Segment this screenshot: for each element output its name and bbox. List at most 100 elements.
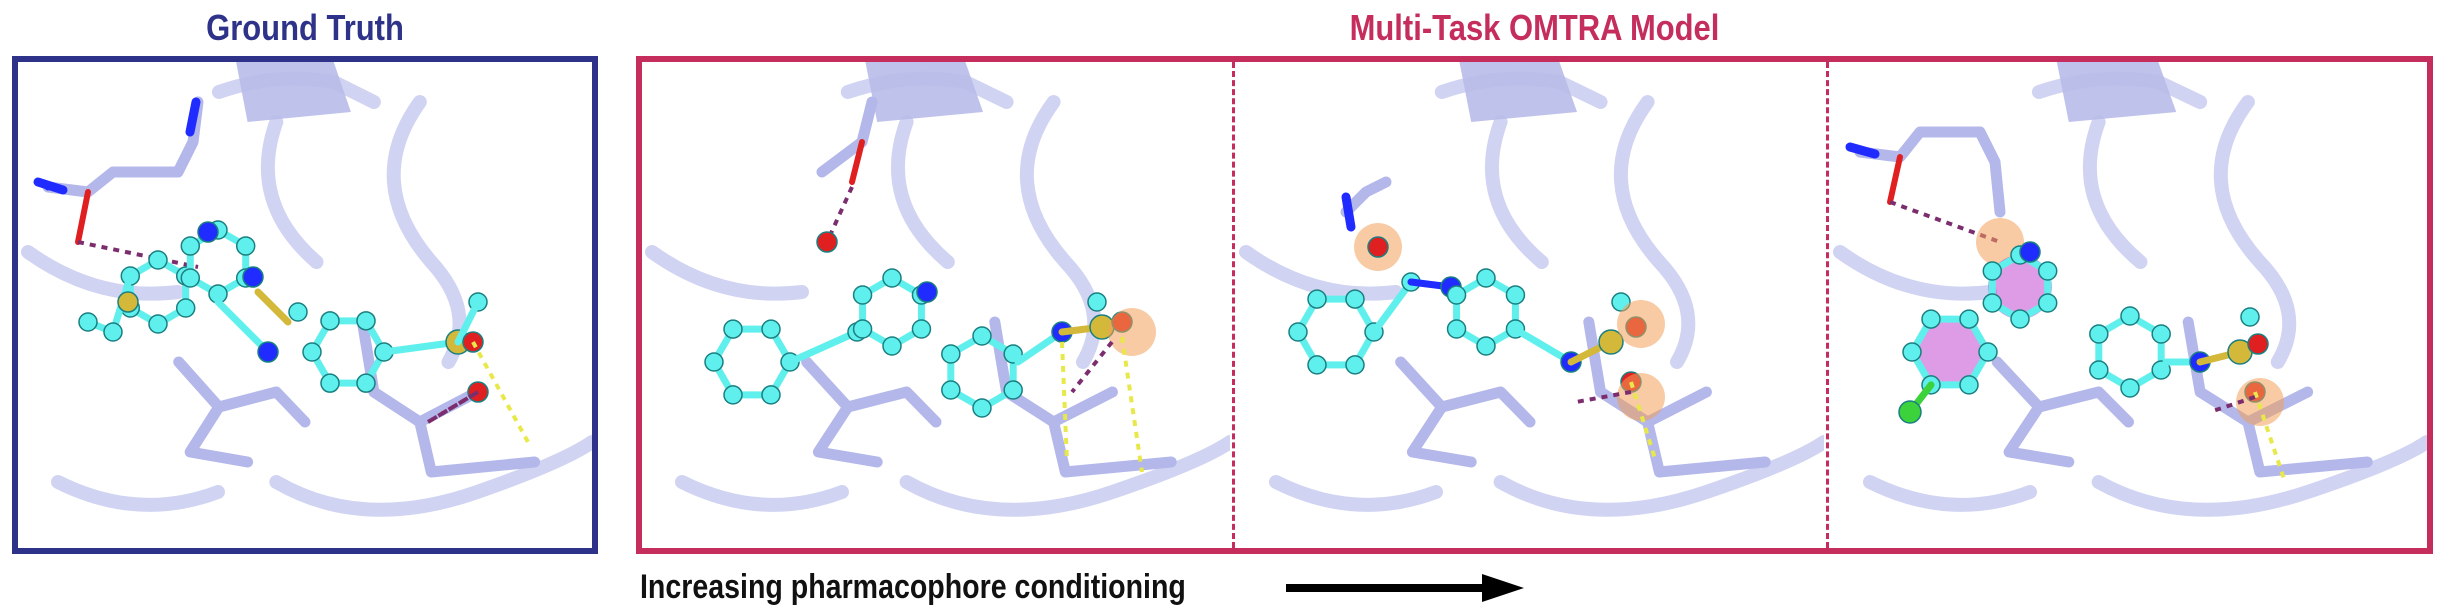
ligand-atom <box>2247 333 2269 355</box>
ligand-atom <box>180 236 201 256</box>
ligand-atom <box>1367 236 1389 258</box>
pharmacophore-sphere <box>1617 373 1665 421</box>
ligand-atom <box>1598 329 1624 355</box>
protein-sidechain <box>356 316 483 428</box>
nitrogen-stick <box>33 177 68 195</box>
ligand-atom <box>1921 309 1941 329</box>
ligand-atom <box>235 236 256 256</box>
ligand-atom <box>2151 360 2171 380</box>
ligand-atom <box>816 231 838 253</box>
ligand-atom <box>2089 360 2109 380</box>
protein-sidechain <box>1048 416 1177 478</box>
ligand-bond <box>454 298 482 346</box>
right-arrow-icon <box>1286 574 1524 602</box>
nitrogen-stick <box>185 97 201 137</box>
ligand-atom <box>1959 309 1979 329</box>
ligand-atom <box>1982 293 2003 313</box>
ligand-atom <box>1446 285 1467 305</box>
ligand-atom <box>2019 241 2041 263</box>
protein-backbone <box>1239 245 1403 301</box>
ligand-atom <box>941 344 961 364</box>
protein-sidechain <box>1395 356 1477 468</box>
protein-sidechain <box>1340 176 1392 218</box>
hydrogen-bond <box>1120 336 1144 473</box>
ligand-atom <box>911 319 932 339</box>
ligand-atom <box>761 319 781 339</box>
ligand-atom <box>1959 375 1979 395</box>
ligand-atom <box>2120 378 2140 398</box>
protein-backbone <box>1613 95 1696 369</box>
ligand-atom <box>2151 324 2171 344</box>
protein-sheet <box>236 62 351 122</box>
ligand-atom <box>1505 285 1526 305</box>
ligand-atom <box>916 281 938 303</box>
ligand-atom <box>175 298 196 318</box>
protein-sheet <box>1459 62 1578 122</box>
ligand-atom <box>1902 342 1922 362</box>
ligand-atom <box>356 373 376 393</box>
ligand-atom <box>302 342 322 362</box>
ligand-atom <box>320 311 340 331</box>
protein-sidechain <box>801 356 883 468</box>
ligand-atom <box>852 285 873 305</box>
hydrogen-bond <box>1070 340 1114 394</box>
ligand-atom <box>148 250 168 270</box>
hydrogen-bond <box>1575 390 1632 404</box>
protein-sidechain <box>1991 356 2075 468</box>
pharmacophore-sphere <box>1617 300 1665 348</box>
ligand-atom <box>1003 380 1023 400</box>
ligand-atom <box>723 385 743 405</box>
protein-backbone <box>269 435 592 517</box>
protein-sidechain <box>2242 416 2373 478</box>
protein-sheet <box>865 62 984 122</box>
ligand-atom <box>1288 322 1308 342</box>
ligand-atom <box>1446 319 1467 339</box>
hydrogen-bond <box>1629 381 1658 463</box>
ligand-atom <box>2120 306 2140 326</box>
ligand-atom <box>1345 289 1365 309</box>
protein-sidechain <box>414 416 541 478</box>
ligand-atom <box>197 221 219 243</box>
panel-divider-2 <box>1826 62 1829 548</box>
hydrogen-bond <box>2209 395 2256 414</box>
ligand-atom <box>148 314 168 334</box>
ligand-bond <box>254 288 292 326</box>
ligand-atom <box>941 380 961 400</box>
ground-truth-structure-panel <box>21 62 592 517</box>
protein-sidechain <box>1436 386 1536 428</box>
ligand-atom <box>972 326 992 346</box>
ligand-bond <box>75 189 91 245</box>
ground-truth-frame <box>12 56 598 554</box>
protein-backbone <box>386 95 467 369</box>
protein-backbone <box>899 435 1230 517</box>
ligand-atom <box>1476 336 1496 356</box>
ground-truth-title: Ground Truth <box>206 7 404 48</box>
protein-backbone <box>1833 245 1997 301</box>
ligand-atom <box>2037 293 2058 313</box>
ligand-bond <box>1370 278 1415 336</box>
model-title: Multi-Task OMTRA Model <box>1349 7 1720 48</box>
ligand-atom <box>2089 324 2109 344</box>
ligand-atom <box>704 352 724 372</box>
ligand-atom <box>2037 261 2058 281</box>
protein-backbone <box>260 115 324 269</box>
protein-sheet <box>2056 62 2177 122</box>
conditioning-label: Increasing pharmacophore conditioning <box>640 568 1186 606</box>
protein-backbone <box>2091 435 2427 517</box>
ligand-atom <box>117 291 139 313</box>
ligand-atom <box>852 319 873 339</box>
protein-backbone <box>1484 115 1549 269</box>
hydrogen-bond <box>2253 391 2287 483</box>
protein-backbone <box>1863 475 2037 512</box>
pharmacophore-sphere <box>1108 308 1156 356</box>
protein-backbone <box>2213 95 2297 369</box>
protein-backbone <box>675 475 849 512</box>
ligand-atom <box>2240 307 2260 327</box>
ligand-atom <box>723 319 743 339</box>
ligand-atom <box>2010 309 2030 329</box>
hydrogen-bond <box>426 390 480 424</box>
protein-sidechain <box>173 356 254 468</box>
ligand-atom <box>288 302 308 322</box>
protein-sidechain <box>42 96 204 198</box>
hydrogen-bond <box>77 240 199 269</box>
